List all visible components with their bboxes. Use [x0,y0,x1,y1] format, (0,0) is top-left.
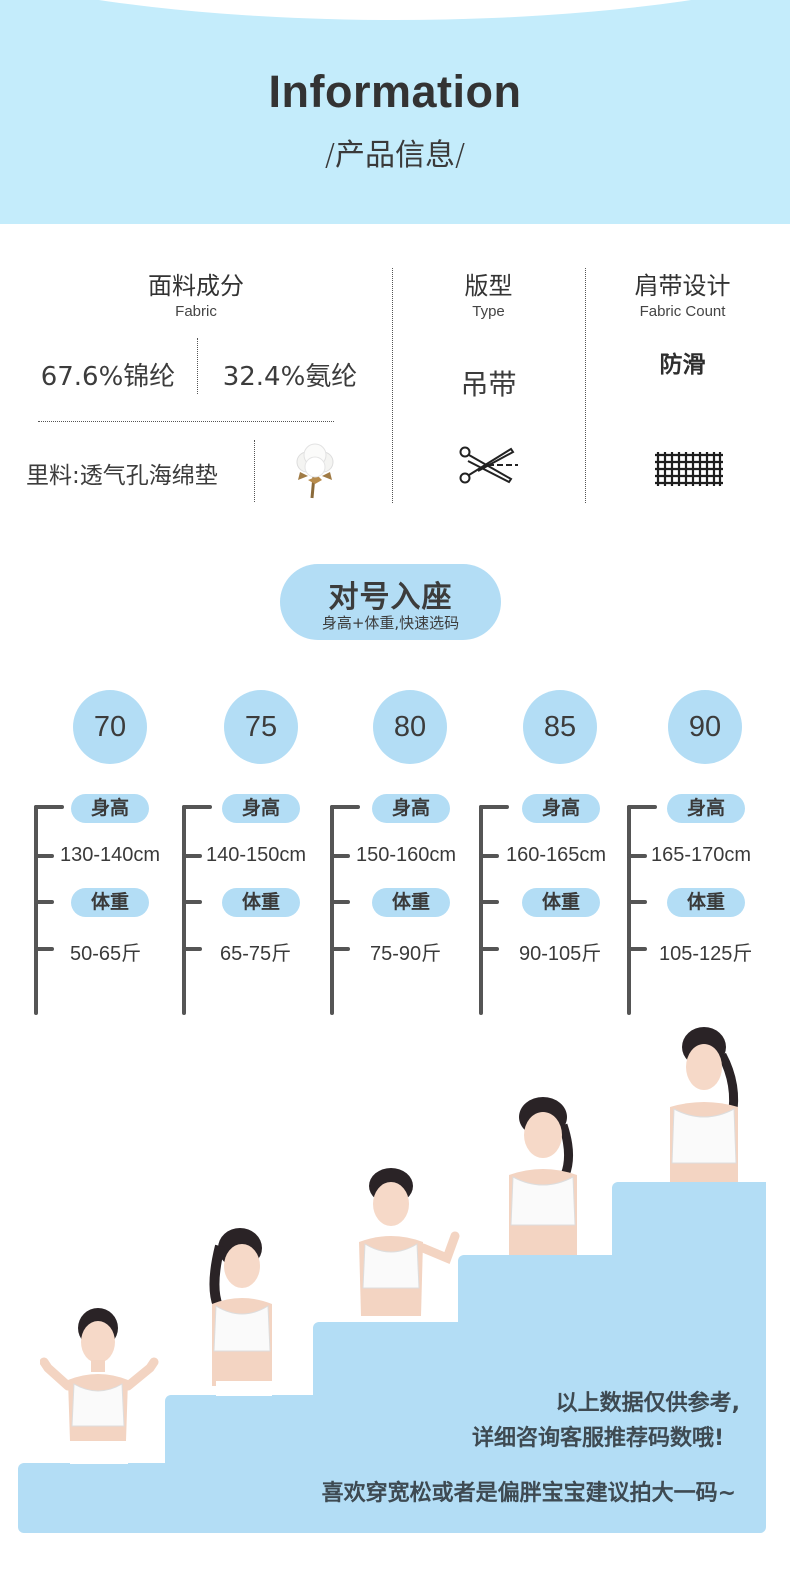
bracket-tick [182,900,202,904]
bracket-line [182,805,186,1015]
height-label: 身高 [71,794,149,823]
header-title: Information [268,66,522,117]
size-column-85: 85 身高 160-165cm 体重 90-105斤 [467,690,617,1020]
model-photo-size-70 [39,1306,160,1464]
weight-label: 体重 [222,888,300,917]
bracket-tick [330,900,350,904]
height-label: 身高 [522,794,600,823]
height-label: 身高 [222,794,300,823]
header-banner: Information /产品信息/ [0,0,790,224]
size-column-70: 70 身高 130-140cm 体重 50-65斤 [22,690,172,1020]
weight-label: 体重 [522,888,600,917]
cotton-flower-icon [290,440,340,500]
height-range: 140-150cm [206,844,307,866]
column-divider [585,268,586,503]
height-range: 165-170cm [651,844,752,866]
bracket-tick [479,854,499,858]
weight-range: 90-105斤 [519,943,602,965]
bracket-tick [479,900,499,904]
height-range: 160-165cm [506,844,607,866]
model-photo-size-75 [190,1226,300,1396]
height-range: 130-140cm [60,844,161,866]
bracket-tick [34,805,64,809]
bracket-tick [627,900,647,904]
component-divider [197,338,198,394]
header-arc-decoration [0,0,790,20]
bracket-line [330,805,334,1015]
bracket-tick [34,947,54,951]
bracket-tick [34,900,54,904]
type-value: 吊带 [460,368,517,401]
bracket-tick [182,805,212,809]
bracket-tick [330,805,360,809]
weight-range: 50-65斤 [70,943,142,965]
bracket-tick [182,854,202,858]
strap-value: 防滑 [659,352,706,378]
weight-label: 体重 [667,888,745,917]
height-label: 身高 [667,794,745,823]
stair-step-top [612,1182,766,1272]
fabric-subtitle: Fabric [175,303,217,320]
header-subtitle: /产品信息/ [324,138,466,173]
weight-range: 75-90斤 [370,943,442,965]
bracket-tick [330,947,350,951]
height-label: 身高 [372,794,450,823]
weight-range: 65-75斤 [220,943,292,965]
size-circle: 75 [224,690,298,764]
scissors-icon [456,443,520,487]
bracket-tick [627,805,657,809]
size-column-80: 80 身高 150-160cm 体重 75-90斤 [318,690,468,1020]
type-title: 版型 [464,272,513,300]
strap-title: 肩带设计 [634,272,731,300]
size-circle: 80 [373,690,447,764]
weight-range: 105-125斤 [659,943,753,965]
model-photo-size-90 [660,1025,750,1182]
strap-subtitle: Fabric Count [639,303,726,320]
height-range: 150-160cm [356,844,457,866]
size-circle: 90 [668,690,742,764]
bracket-tick [330,854,350,858]
product-info-section: 面料成分 Fabric 67.6%锦纶 32.4%氨纶 里料:透气孔海绵垫 版型… [0,240,790,520]
model-photo-size-80 [343,1166,468,1322]
bracket-tick [34,854,54,858]
bracket-line [34,805,38,1015]
note-size-up-advice: 喜欢穿宽松或者是偏胖宝宝建议拍大一码~ [321,1481,736,1506]
fabric-title: 面料成分 [148,272,244,300]
type-subtitle: Type [472,303,505,320]
bracket-line [627,805,631,1015]
weight-label: 体重 [372,888,450,917]
bracket-tick [627,947,647,951]
mesh-grid-icon [655,452,723,486]
size-guide-badge: 对号入座 身高+体重,快速选码 [280,564,501,640]
note-reference-only: 以上数据仅供参考, [555,1391,740,1416]
lining-divider [254,440,255,502]
size-circle: 70 [73,690,147,764]
bracket-line [479,805,483,1015]
fabric-component-nylon: 67.6%锦纶 [40,362,176,392]
fabric-lining: 里料:透气孔海绵垫 [26,463,218,489]
fabric-divider [38,421,334,422]
model-photo-size-85 [495,1095,600,1255]
size-guide-title: 对号入座 [328,580,453,615]
bracket-tick [182,947,202,951]
weight-label: 体重 [71,888,149,917]
size-guide-subtitle: 身高+体重,快速选码 [321,614,460,632]
size-column-75: 75 身高 140-150cm 体重 65-75斤 [170,690,320,1020]
note-consult-service: 详细咨询客服推荐码数哦! [471,1426,724,1451]
bracket-tick [479,947,499,951]
bracket-tick [479,805,509,809]
fabric-component-spandex: 32.4%氨纶 [222,362,358,392]
size-circle: 85 [523,690,597,764]
bracket-tick [627,854,647,858]
size-column-90: 90 身高 165-170cm 体重 105-125斤 [615,690,765,1020]
column-divider [392,268,393,503]
